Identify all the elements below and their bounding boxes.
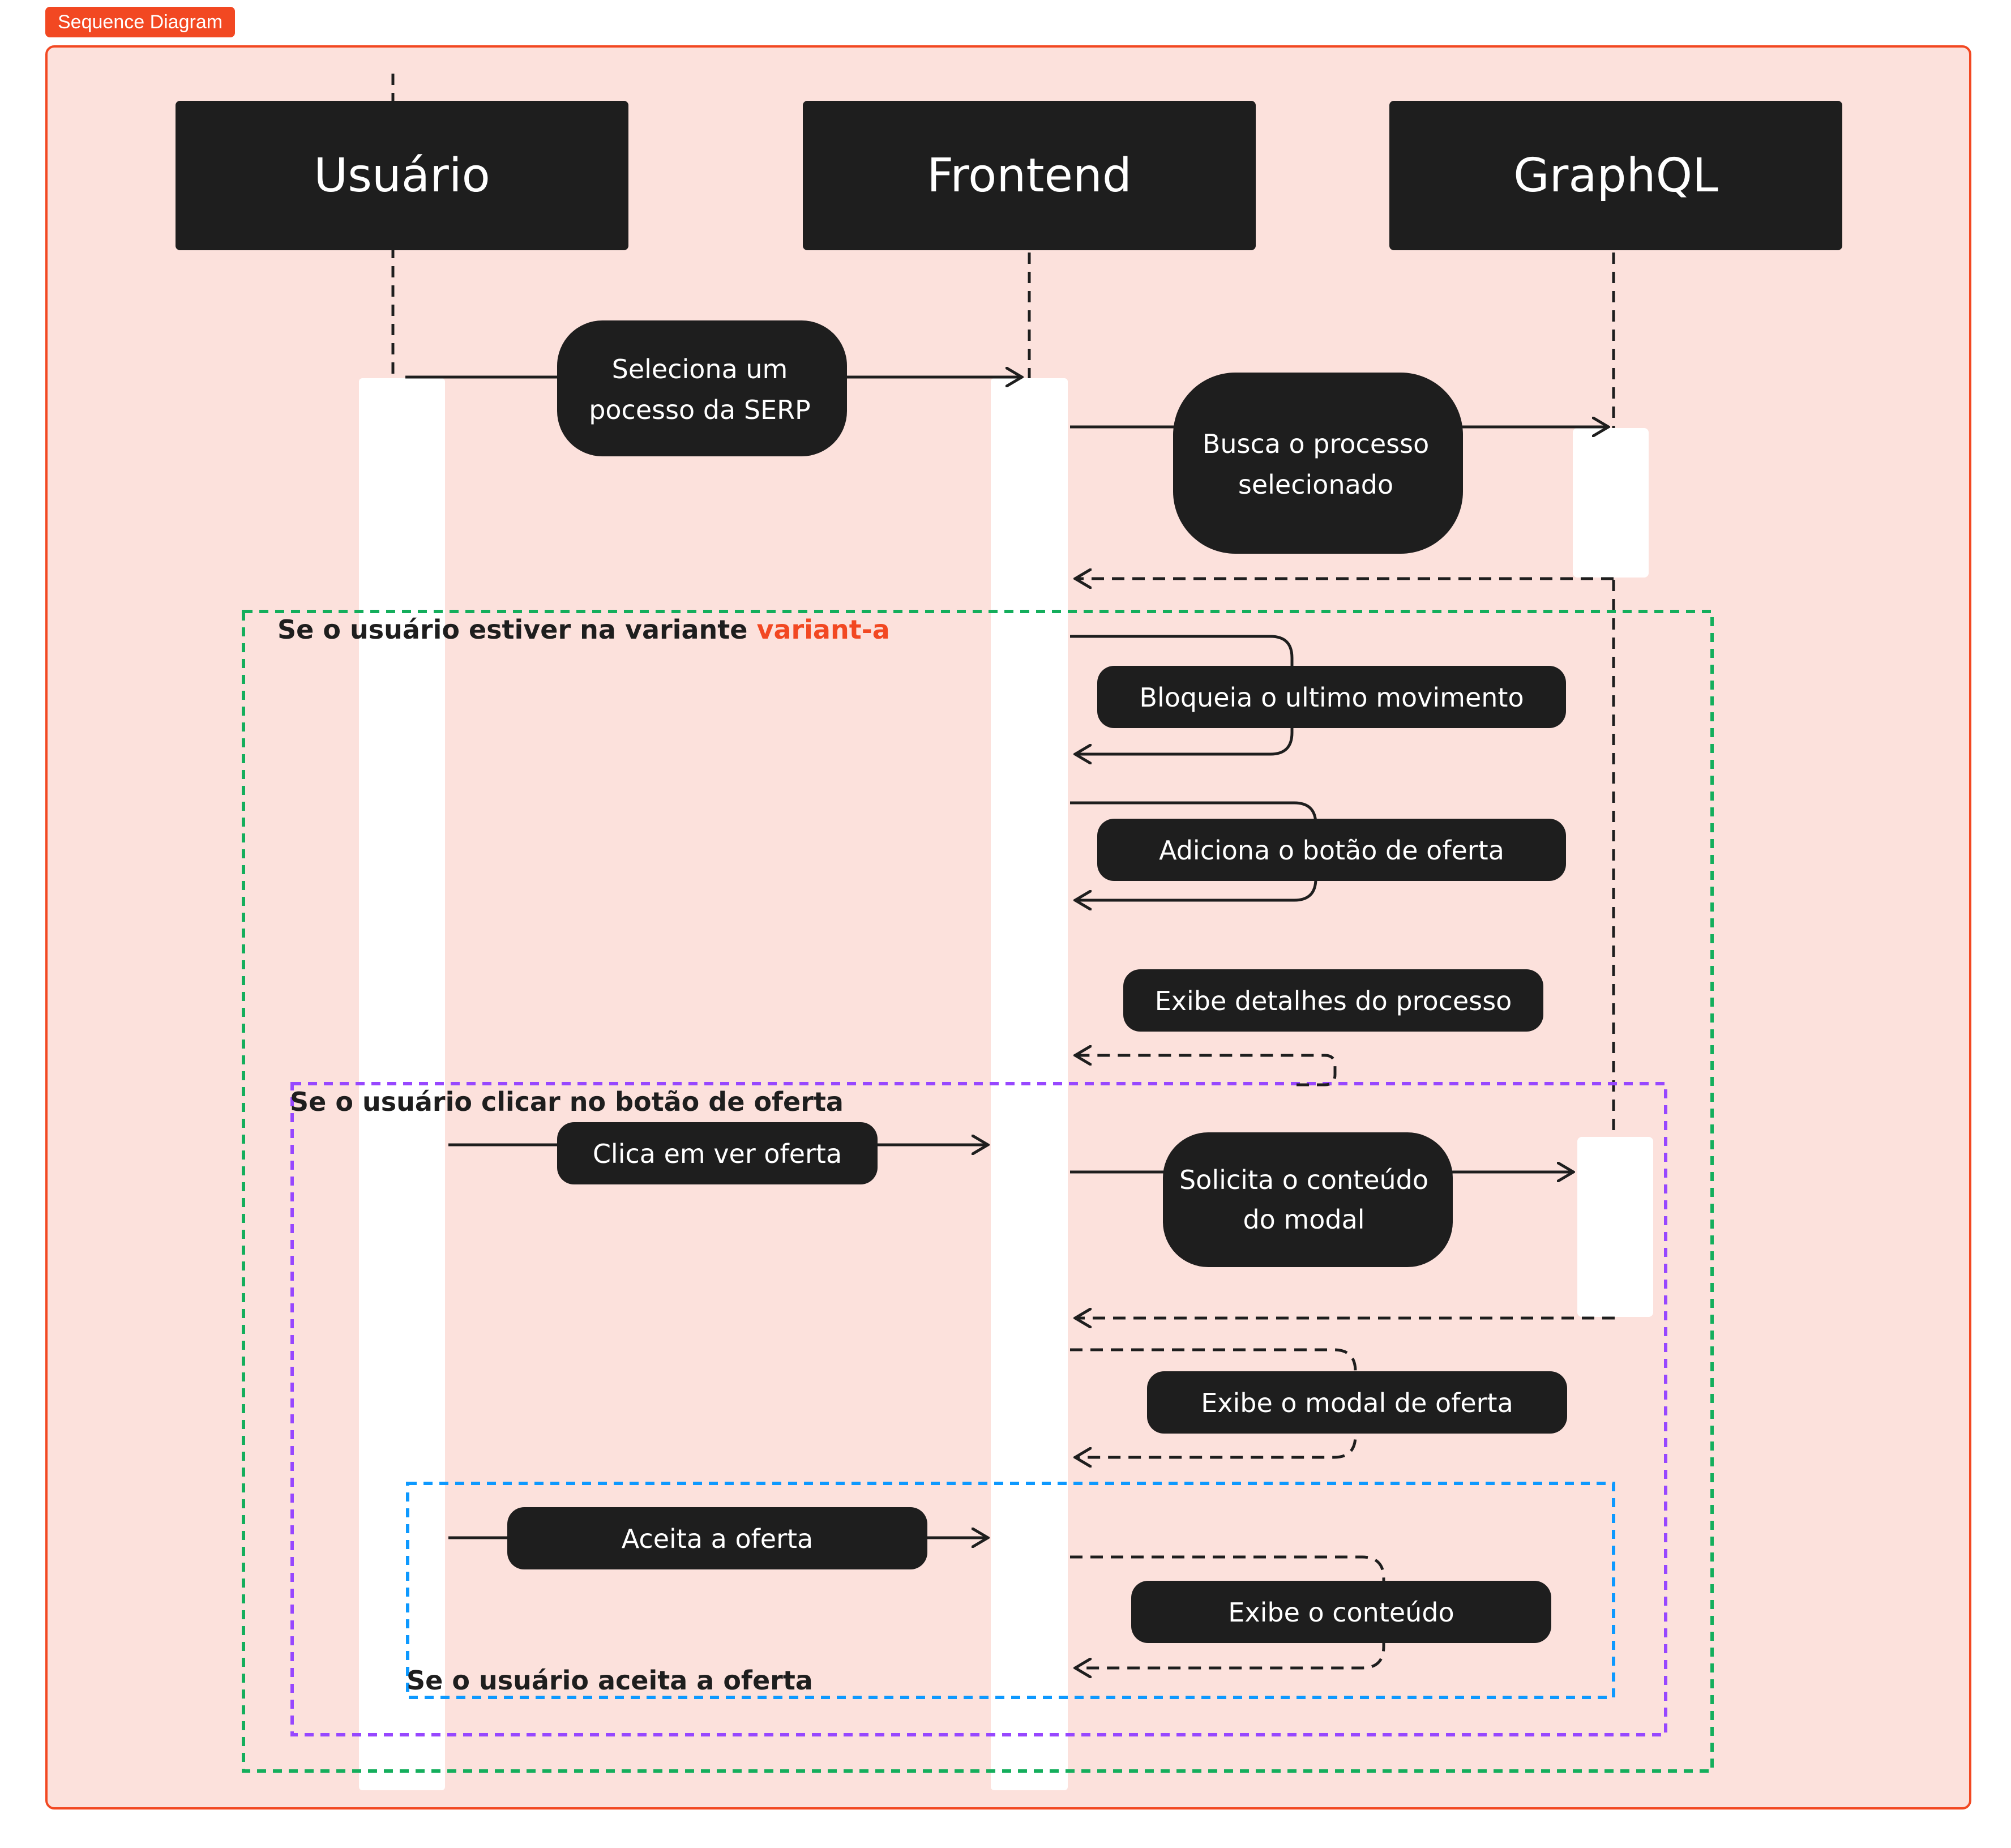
message-m6-label: Clica em ver oferta xyxy=(593,1139,842,1169)
activation-graphql-2 xyxy=(1577,1137,1653,1317)
participant-usuario: Usuário xyxy=(176,101,628,250)
message-m3: Bloqueia o ultimo movimento xyxy=(1097,666,1566,728)
message-m9: Aceita a oferta xyxy=(507,1507,927,1569)
message-m2: Busca o processo selecionado xyxy=(1173,373,1463,554)
activation-graphql-1 xyxy=(1573,428,1649,578)
message-m8: Exibe o modal de oferta xyxy=(1147,1371,1567,1434)
message-m3-label: Bloqueia o ultimo movimento xyxy=(1139,682,1524,713)
fragment-variant-prefix: Se o usuário estiver na variante xyxy=(277,614,756,645)
frame-label: Sequence Diagram xyxy=(45,7,236,37)
fragment-variant-label: Se o usuário estiver na variante variant… xyxy=(277,614,890,645)
participant-frontend: Frontend xyxy=(803,101,1256,250)
fragment-variant-highlight: variant-a xyxy=(756,614,889,645)
fragment-accept xyxy=(406,1482,1615,1699)
participant-frontend-label: Frontend xyxy=(927,149,1132,203)
message-m7-line1: Solicita o conteúdo xyxy=(1179,1165,1428,1195)
arrow-m5 xyxy=(1075,1055,1337,1086)
participant-graphql: GraphQL xyxy=(1389,101,1842,250)
message-m1: Seleciona um pocesso da SERP xyxy=(557,320,847,456)
message-m10-label: Exibe o conteúdo xyxy=(1228,1597,1454,1628)
fragment-click xyxy=(290,1082,1667,1736)
message-m5-label: Exibe detalhes do processo xyxy=(1155,986,1512,1016)
message-m2-line2: selecionado xyxy=(1238,469,1393,500)
message-m4-label: Adiciona o botão de oferta xyxy=(1159,835,1504,866)
message-m7-line2: do modal xyxy=(1243,1204,1364,1235)
message-m9-label: Aceita a oferta xyxy=(622,1524,813,1554)
activation-usuario xyxy=(359,378,445,1790)
message-m4: Adiciona o botão de oferta xyxy=(1097,819,1566,881)
fragment-accept-label: Se o usuário aceita a oferta xyxy=(407,1665,813,1696)
fragment-variant xyxy=(242,610,1714,1773)
message-m1-line2: pocesso da SERP xyxy=(589,395,811,425)
message-m7: Solicita o conteúdo do modal xyxy=(1163,1132,1453,1267)
message-m1-line1: Seleciona um xyxy=(612,354,788,384)
message-m5: Exibe detalhes do processo xyxy=(1123,969,1543,1032)
message-m6: Clica em ver oferta xyxy=(557,1122,878,1184)
participant-usuario-label: Usuário xyxy=(314,149,490,203)
message-m10: Exibe o conteúdo xyxy=(1131,1581,1551,1643)
fragment-click-label: Se o usuário clicar no botão de oferta xyxy=(290,1086,844,1117)
participant-graphql-label: GraphQL xyxy=(1513,149,1718,203)
message-m2-line1: Busca o processo xyxy=(1203,429,1429,459)
message-m8-label: Exibe o modal de oferta xyxy=(1201,1388,1513,1418)
